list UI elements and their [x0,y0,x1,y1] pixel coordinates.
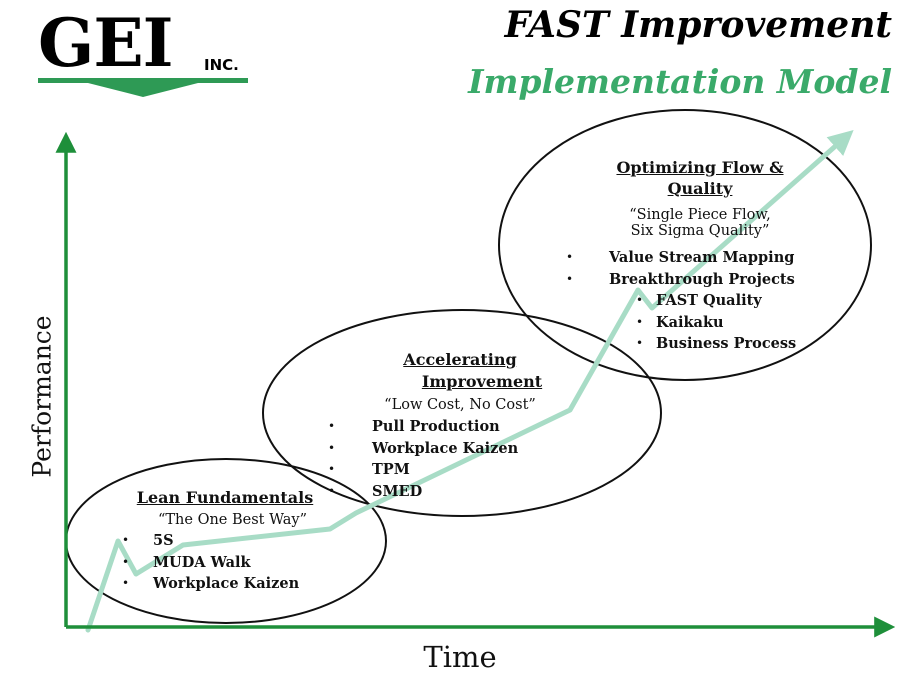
bullet-text: Business Process [656,335,797,352]
gei-logo: GEI INC. [38,10,253,97]
stage-3-quote-line-2: Six Sigma Quality” [630,223,770,239]
title-line-1: FAST Improvement [504,4,892,46]
stage-1-title: Lean Fundamentals [136,488,314,507]
list-item: •MUDA Walk [122,553,251,571]
list-item: •Kaikaku [636,313,724,331]
stage-2-title-line-2: Improvement [421,372,543,391]
stage-3-title-line-1: Optimizing Flow & [616,158,784,177]
bullet-text: Workplace Kaizen [153,575,300,592]
stage-1-quote: “The One Best Way” [157,512,308,528]
stage-3-quote: “Single Piece Flow, Six Sigma Quality” [585,207,815,239]
logo-underline-icon [38,78,248,97]
bullet-text: FAST Quality [656,292,762,309]
bullet-text: 5S [153,532,174,549]
list-item: •Workplace Kaizen [122,575,300,592]
stage-2-quote: “Low Cost, No Cost” [384,397,536,413]
bullet-text: Kaikaku [656,313,724,331]
list-item: •Breakthrough Projects [566,270,795,288]
stage-3-ellipse [498,109,872,381]
logo-suffix: INC. [204,56,239,74]
stage-1-bullets: •5S •MUDA Walk •Workplace Kaizen [120,530,345,595]
stage-2-title-block: Accelerating Improvement [340,350,600,391]
x-axis-label: Time [423,640,497,674]
stage-2-bullets: •Pull Production •Workplace Kaizen •TPM … [328,416,518,502]
stage-2-title-line-1: Accelerating [403,350,517,369]
list-item: •5S [122,532,174,549]
title-line-2: Implementation Model [468,62,892,101]
bullet-text: SMED [372,482,423,500]
bullet-text: Value Stream Mapping [609,249,795,266]
stage-1-block: Lean Fundamentals “The One Best Way” •5S… [120,488,345,595]
y-axis-label: Performance [27,315,57,478]
stage-2-ellipse [262,309,662,517]
stage-3-title-line-2: Quality [667,179,733,198]
list-item: •TPM [328,461,410,478]
trend-line [85,130,854,633]
list-item: •FAST Quality [636,292,762,309]
stage-3-sub-bullets: •FAST Quality •Kaikaku •Business Process [636,290,796,355]
list-item: •Pull Production [328,418,500,435]
logo-wordmark: GEI [38,4,174,82]
bullet-text: Breakthrough Projects [609,270,795,288]
list-item: •SMED [328,482,423,500]
bullet-text: MUDA Walk [153,553,251,571]
bullet-text: Pull Production [372,418,500,435]
list-item: •Value Stream Mapping [566,249,795,266]
stage-3-bullets: •Value Stream Mapping •Breakthrough Proj… [566,247,795,290]
bullet-text: TPM [372,461,410,478]
list-item: •Business Process [636,335,797,352]
stage-3-quote-line-1: “Single Piece Flow, [629,207,771,223]
stage-3-title-block: Optimizing Flow & Quality [585,158,815,198]
bullet-text: Workplace Kaizen [372,439,519,457]
list-item: •Workplace Kaizen [328,439,519,457]
